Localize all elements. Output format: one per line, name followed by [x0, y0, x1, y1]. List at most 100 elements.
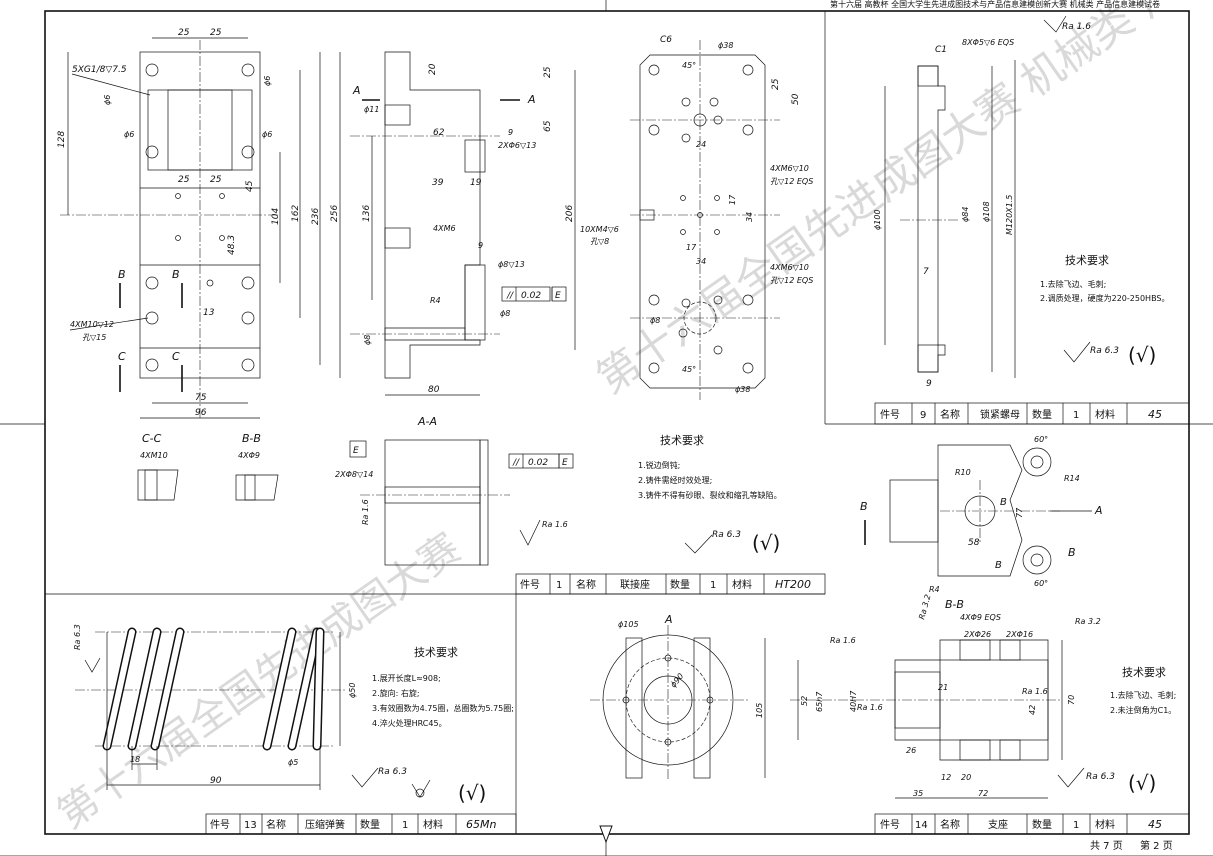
- dim-d11: ϕ11: [364, 105, 379, 114]
- drawing-zhizuo: B A B 60° R10 R14 B B 77 58 R4 60° A ϕ10…: [590, 435, 1190, 852]
- tb3-material: 45: [1148, 818, 1162, 831]
- title-block-2: 件号 9 名称 锁紧螺母 数量 1 材料 45: [874, 402, 1190, 425]
- dim-m10-thread: 4XM10▽12: [70, 320, 114, 329]
- aa-datum-e: E: [353, 446, 359, 456]
- tech-item-1-1: 1.锐边倒钝;: [638, 460, 680, 470]
- tech-title-3: 技术要求: [1122, 666, 1166, 679]
- sheet-header-title: 第十六届 高教杯 全国大学生先进成图技术与产品信息建模创新大赛 机械类 产品信息…: [830, 0, 1160, 9]
- tb2-name-label: 名称: [940, 408, 960, 421]
- zz-dim-42: 42: [1028, 705, 1037, 715]
- dim-128: 128: [57, 131, 67, 148]
- dim-34-right: 34: [745, 212, 754, 222]
- title-block-4: 件号 13 名称 压缩弹簧 数量 1 材料 65Mn: [205, 813, 517, 835]
- dim-4xm6: 4XM6: [433, 224, 456, 233]
- dim-50: 50: [791, 93, 801, 105]
- dim-39: 39: [432, 178, 444, 188]
- dim-4xm6-upper-hole: 孔▽12 EQS: [770, 177, 813, 186]
- zz-d90: ϕ90: [669, 672, 686, 690]
- tb1-name: 联接座: [620, 578, 650, 591]
- tb3-material-label: 材料: [1095, 818, 1115, 831]
- tb1-qty-label: 数量: [670, 578, 690, 591]
- dim-65: 65: [543, 120, 553, 132]
- title-block-3: 件号 14 名称 支座 数量 1 材料 45: [874, 813, 1190, 835]
- tb4-qty: 1: [402, 820, 408, 831]
- dim-10xm4-hole: 孔▽8: [590, 237, 609, 246]
- zz-ra32-left: Ra 3.2: [917, 593, 932, 620]
- zz-ra32-right: Ra 3.2: [1075, 617, 1101, 626]
- zz-dim-20: 20: [961, 773, 971, 782]
- dim-34-bottom: 34: [696, 257, 706, 266]
- zz-dim-26: 26: [906, 746, 916, 755]
- tech-item-4-3: 3.有效圈数为4.75圈，总圈数为5.75圈;: [372, 703, 514, 713]
- tb1-name-label: 名称: [576, 578, 596, 591]
- section-bb-label: B-B: [242, 432, 261, 445]
- marker-c-left: C: [118, 350, 126, 363]
- dim-d6-right: ϕ6: [263, 76, 272, 86]
- aa-tol-value: 0.02: [528, 458, 548, 468]
- tb4-material: 65Mn: [466, 818, 496, 831]
- zz-60deg-top: 60°: [1034, 435, 1048, 444]
- dim-80: 80: [428, 385, 440, 395]
- dim-d6-mid-left: ϕ6: [124, 130, 134, 139]
- dim-162: 162: [291, 205, 301, 222]
- zz-2x26: 2XΦ26: [964, 630, 991, 639]
- zz-r4: R4: [929, 585, 940, 594]
- tb3-part-no: 14: [915, 820, 928, 831]
- marker-a-left: A: [352, 84, 361, 97]
- drawing-lianjiezuo: 25 25 25 25 5XG1/8▽7.5 ϕ6 ϕ6 ϕ6 ϕ6 128 4…: [57, 28, 826, 595]
- zz-view-a: A: [664, 613, 673, 626]
- zz-ra16-a: Ra 1.6: [830, 636, 856, 645]
- dim-25-mid-left: 25: [178, 175, 190, 185]
- zz-dim-21: 21: [938, 683, 948, 692]
- zz-dim-58: 58: [968, 538, 980, 548]
- zz-marker-b-right: B: [1068, 546, 1076, 559]
- tech-item-2-2: 2.调质处理，硬度为220-250HBS。: [1040, 293, 1170, 303]
- dim-104: 104: [271, 208, 281, 225]
- zz-2x16: 2XΦ16: [1006, 630, 1033, 639]
- tb4-qty-label: 数量: [360, 818, 380, 831]
- dim-62: 62: [433, 128, 445, 138]
- zz-dim-65h7: 65h7: [815, 691, 824, 712]
- dim-d38-bottom: ϕ38: [735, 385, 750, 394]
- aa-tol-datum: E: [562, 458, 568, 468]
- zz-marker-b-left: B: [860, 500, 868, 513]
- dim-4xm6-lower-hole: 孔▽12 EQS: [770, 276, 813, 285]
- tech-title-4: 技术要求: [414, 646, 458, 659]
- tb3-part-no-label: 件号: [880, 819, 900, 831]
- front-view-dims: 25 25 25 25 5XG1/8▽7.5 ϕ6 ϕ6 ϕ6 ϕ6 128 4…: [57, 28, 321, 419]
- side-view: A A 20 25 65 256 206 136 ϕ11 62 9 2XΦ6▽1…: [330, 51, 576, 396]
- dim-d6-mid-right: ϕ6: [262, 130, 272, 139]
- tech-item-4-2: 2.旋向: 右旋;: [372, 688, 420, 698]
- zz-60deg-bottom: 60°: [1034, 579, 1048, 588]
- front-view-plate: [60, 40, 280, 420]
- tb3-qty-label: 数量: [1032, 818, 1052, 831]
- dim-206: 206: [565, 205, 575, 222]
- zz-r14: R14: [1064, 474, 1080, 483]
- roughness-general-symbol-2: (√): [1128, 343, 1156, 367]
- title-block-1: 件号 1 名称 联接座 数量 1 材料 HT200: [515, 573, 826, 595]
- tb2-part-no: 9: [920, 410, 926, 421]
- spring-dim-d5: ϕ5: [288, 758, 298, 767]
- dim-17-bottom: 17: [686, 243, 697, 252]
- nut-d100: ϕ100: [873, 209, 882, 230]
- tb1-qty: 1: [710, 580, 716, 591]
- dim-20: 20: [428, 63, 438, 75]
- aa-tol-parallel: //: [512, 458, 520, 468]
- aa-ra16-left: Ra 1.6: [361, 499, 370, 525]
- page-current: 第 2 页: [1140, 839, 1173, 852]
- dim-75: 75: [195, 393, 207, 403]
- zz-dim-70: 70: [1067, 695, 1076, 705]
- tb2-material: 45: [1148, 408, 1162, 421]
- tb4-name: 压缩弹簧: [305, 818, 345, 831]
- centering-mark-bottom: [599, 825, 613, 844]
- tech-item-1-3: 3.铸件不得有砂眼、裂纹和缩孔等缺陷。: [638, 490, 782, 500]
- page-total: 共 7 页: [1090, 840, 1123, 852]
- zz-ra16-c: Ra 1.6: [1022, 687, 1048, 696]
- tol-datum-e: E: [555, 291, 561, 301]
- nut-c1: C1: [935, 45, 947, 55]
- zz-b-lower: B: [995, 560, 1002, 571]
- tech-title-1: 技术要求: [660, 434, 704, 447]
- tb3-name: 支座: [988, 818, 1008, 831]
- tech-item-3-1: 1.去除飞边、毛刺;: [1110, 690, 1176, 700]
